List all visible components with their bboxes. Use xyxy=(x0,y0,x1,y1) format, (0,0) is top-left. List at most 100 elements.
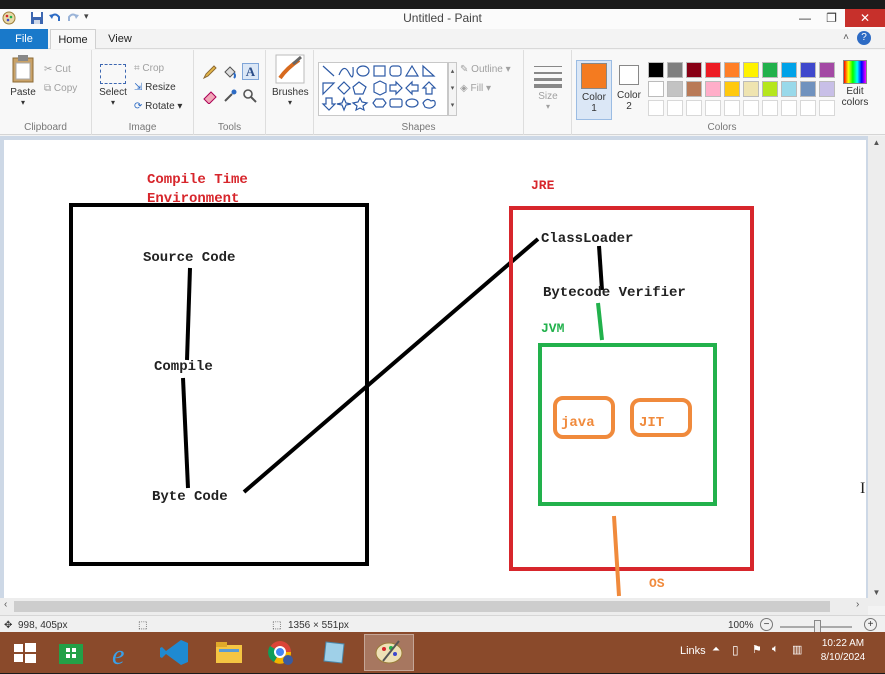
palette-swatch[interactable] xyxy=(686,62,702,78)
brushes-button[interactable]: Brushes ▾ xyxy=(272,54,309,107)
taskbar-store[interactable] xyxy=(46,634,96,671)
redo-icon[interactable] xyxy=(66,11,80,25)
taskbar-app[interactable] xyxy=(310,634,360,671)
minimize-button[interactable]: — xyxy=(799,11,811,25)
palette-swatch[interactable] xyxy=(667,81,683,97)
shapes-gallery[interactable] xyxy=(318,62,448,116)
taskbar-vscode[interactable] xyxy=(150,634,200,671)
scroll-down-icon[interactable]: ▼ xyxy=(872,588,881,597)
fill-button[interactable]: ◈ Fill ▾ xyxy=(460,83,492,95)
vertical-scrollbar[interactable]: ▲ ▼ xyxy=(868,136,885,606)
crop-button[interactable]: ⌗ Crop xyxy=(134,63,164,74)
image-size-icon: ⬚ xyxy=(272,620,282,631)
tab-file[interactable]: File xyxy=(0,29,48,49)
zoom-out-button[interactable]: − xyxy=(760,618,773,631)
palette-swatch[interactable] xyxy=(781,81,797,97)
image-group: Select ▾ ⌗ Crop ⇲ Resize ⟳ Rotate ▾ Imag… xyxy=(92,50,194,135)
shapes-gallery-scroll[interactable]: ▴▾▾ xyxy=(448,62,457,116)
palette-swatch[interactable] xyxy=(743,62,759,78)
palette-swatch[interactable] xyxy=(762,62,778,78)
palette-swatch[interactable] xyxy=(724,62,740,78)
palette-swatch[interactable] xyxy=(648,81,664,97)
custom-color-slot[interactable] xyxy=(686,100,702,116)
palette-swatch[interactable] xyxy=(800,62,816,78)
save-icon[interactable] xyxy=(30,11,44,25)
palette-swatch[interactable] xyxy=(819,62,835,78)
java-box xyxy=(553,396,615,439)
copy-button[interactable]: ⧉ Copy xyxy=(44,83,77,94)
drawing-canvas[interactable]: Compile Time Environment Source Code Com… xyxy=(4,140,866,598)
palette-swatch[interactable] xyxy=(705,62,721,78)
scroll-up-icon[interactable]: ▲ xyxy=(872,138,881,147)
palette-swatch[interactable] xyxy=(686,81,702,97)
color-picker-icon[interactable] xyxy=(222,88,238,104)
custom-color-slot[interactable] xyxy=(781,100,797,116)
tab-view[interactable]: View xyxy=(108,33,132,45)
color1-number: 1 xyxy=(591,103,597,114)
help-icon[interactable]: ? xyxy=(857,31,871,45)
scroll-left-icon[interactable]: ‹ xyxy=(4,599,8,610)
size-button[interactable]: Size ▾ xyxy=(532,64,564,111)
palette-swatch[interactable] xyxy=(781,62,797,78)
palette-swatch[interactable] xyxy=(819,81,835,97)
horizontal-scroll-thumb[interactable] xyxy=(14,601,830,612)
vscode-icon xyxy=(160,640,188,665)
color1-button[interactable]: Color 1 xyxy=(576,60,612,120)
network-icon[interactable]: ▥ xyxy=(792,644,803,656)
cut-button[interactable]: ✂ Cut xyxy=(44,64,71,75)
fill-bucket-icon[interactable] xyxy=(222,64,238,80)
custom-color-slot[interactable] xyxy=(667,100,683,116)
palette-swatch[interactable] xyxy=(667,62,683,78)
palette-swatch[interactable] xyxy=(762,81,778,97)
customize-qat-icon[interactable]: ▾ xyxy=(84,11,89,21)
palette-swatch[interactable] xyxy=(705,81,721,97)
volume-icon[interactable]: 🔈︎ xyxy=(772,643,779,655)
canvas-workarea[interactable]: Compile Time Environment Source Code Com… xyxy=(0,136,868,598)
tab-home[interactable]: Home xyxy=(50,29,96,49)
taskbar-paint[interactable] xyxy=(364,634,414,671)
custom-color-slot[interactable] xyxy=(819,100,835,116)
clock-time[interactable]: 10:22 AM xyxy=(821,638,865,649)
pencil-icon[interactable] xyxy=(202,64,218,80)
custom-color-slot[interactable] xyxy=(800,100,816,116)
paint-app-icon[interactable] xyxy=(2,11,16,25)
color2-label: Color xyxy=(617,90,641,101)
zoom-in-button[interactable]: + xyxy=(864,618,877,631)
jre-box xyxy=(509,206,754,571)
magnifier-icon[interactable] xyxy=(242,88,258,104)
links-toolbar[interactable]: Links xyxy=(680,645,706,657)
tray-expand-icon[interactable]: ⏶ xyxy=(712,644,720,655)
horizontal-scrollbar[interactable]: ‹ › xyxy=(0,598,868,615)
select-button[interactable]: Select ▾ xyxy=(98,64,128,107)
custom-color-slot[interactable] xyxy=(743,100,759,116)
maximize-button[interactable]: ❐ xyxy=(826,11,837,25)
taskbar-file-explorer[interactable] xyxy=(204,634,254,671)
palette-swatch[interactable] xyxy=(724,81,740,97)
color2-button[interactable]: Color 2 xyxy=(614,60,644,112)
palette-swatch[interactable] xyxy=(648,62,664,78)
palette-swatch[interactable] xyxy=(743,81,759,97)
custom-color-slot[interactable] xyxy=(762,100,778,116)
device-icon[interactable]: ▯ xyxy=(732,643,739,657)
flag-icon[interactable]: ⚑ xyxy=(752,644,762,656)
paste-button[interactable]: Paste ▾ xyxy=(6,54,40,107)
minimize-ribbon-icon[interactable]: ˄ xyxy=(843,32,849,43)
taskbar-internet-explorer[interactable]: e xyxy=(98,634,148,671)
rotate-button[interactable]: ⟳ Rotate ▾ xyxy=(134,101,183,113)
eraser-icon[interactable] xyxy=(202,88,218,104)
undo-icon[interactable] xyxy=(48,11,62,25)
outline-button[interactable]: ✎ Outline ▾ xyxy=(460,64,511,76)
scroll-right-icon[interactable]: › xyxy=(856,599,860,610)
copy-icon: ⧉ xyxy=(44,83,52,94)
start-button[interactable] xyxy=(0,634,50,671)
palette-swatch[interactable] xyxy=(800,81,816,97)
custom-color-slot[interactable] xyxy=(705,100,721,116)
clock-date[interactable]: 8/10/2024 xyxy=(820,652,866,663)
custom-color-slot[interactable] xyxy=(648,100,664,116)
text-tool-icon[interactable]: A xyxy=(242,63,259,80)
taskbar-chrome[interactable] xyxy=(256,634,306,671)
close-button[interactable]: ✕ xyxy=(845,9,885,27)
resize-button[interactable]: ⇲ Resize xyxy=(134,82,176,93)
edit-colors-button[interactable]: Edit colors xyxy=(838,60,872,108)
custom-color-slot[interactable] xyxy=(724,100,740,116)
